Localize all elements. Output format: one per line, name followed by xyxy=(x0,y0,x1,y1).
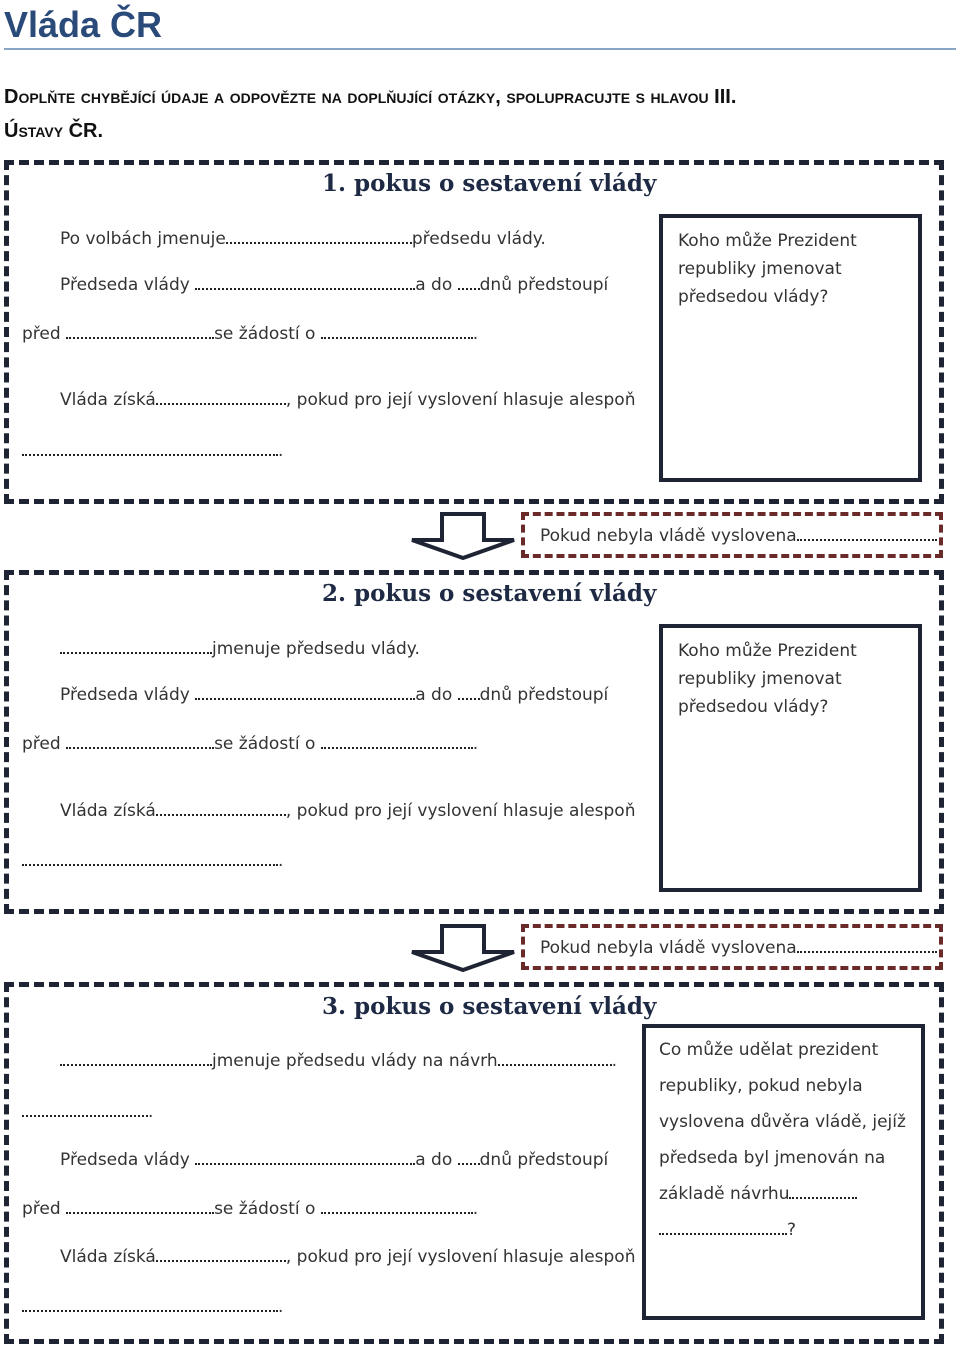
question-box-2: Koho může Prezident republiky jmenovat p… xyxy=(659,624,922,892)
blank-action-2[interactable] xyxy=(195,684,416,700)
attempt-3-line-5: Vláda získá, pokud pro její vyslovení hl… xyxy=(60,1246,636,1267)
blank-request-2[interactable] xyxy=(320,733,473,749)
question-box-3: Co může udělat prezident republiky, poku… xyxy=(642,1024,925,1320)
blank-gain-3[interactable] xyxy=(155,1246,286,1262)
blank-before-whom-3[interactable] xyxy=(66,1198,215,1214)
attempt-1-line-3: před se žádostí o . xyxy=(22,323,479,344)
down-arrow-icon xyxy=(408,512,518,560)
instruction-line-2: Ústavy ČR. xyxy=(4,120,104,142)
page-title: Vláda ČR xyxy=(4,4,163,45)
blank-proposal-by-cont[interactable] xyxy=(22,1101,148,1117)
transition-1-text: Pokud nebyla vládě vyslovena xyxy=(540,525,937,546)
attempt-2-line-2: Předseda vlády a do dnů předstoupí xyxy=(60,684,609,705)
blank-proposal-answer[interactable] xyxy=(789,1183,858,1199)
attempt-2-line-3: před se žádostí o . xyxy=(22,733,479,754)
attempt-3-frame xyxy=(4,982,944,1344)
transition-2-text: Pokud nebyla vládě vyslovena xyxy=(540,937,937,958)
blank-days-2[interactable] xyxy=(457,684,480,700)
question-box-1: Koho může Prezident republiky jmenovat p… xyxy=(659,214,922,482)
instruction-line-1: Doplňte chybějící údaje a odpovězte na d… xyxy=(4,86,737,108)
blank-confidence-2[interactable] xyxy=(796,937,937,953)
blank-quorum-2[interactable] xyxy=(22,850,278,866)
question-3-text: Co může udělat prezident republiky, poku… xyxy=(659,1040,906,1240)
attempt-1-line-4: Vláda získá, pokud pro její vyslovení hl… xyxy=(60,389,636,410)
blank-proposal-answer-cont[interactable] xyxy=(659,1219,787,1235)
blank-days-3[interactable] xyxy=(457,1149,480,1165)
blank-action-3[interactable] xyxy=(195,1149,416,1165)
attempt-3-line-1: jmenuje předsedu vlády na návrh. xyxy=(60,1050,617,1071)
attempt-2-heading: 2. pokus o sestavení vlády xyxy=(322,580,657,607)
blank-confidence-1[interactable] xyxy=(796,525,937,541)
blank-who-appoints-2[interactable] xyxy=(60,638,212,654)
attempt-3-line-3: Předseda vlády a do dnů předstoupí xyxy=(60,1149,609,1170)
blank-gain[interactable] xyxy=(155,389,286,405)
blank-quorum[interactable] xyxy=(22,440,278,456)
question-1-text: Koho může Prezident republiky jmenovat p… xyxy=(678,231,857,307)
question-2-text: Koho může Prezident republiky jmenovat p… xyxy=(678,641,857,717)
blank-days[interactable] xyxy=(457,274,480,290)
attempt-2-frame xyxy=(4,570,944,914)
attempt-3-heading: 3. pokus o sestavení vlády xyxy=(322,993,657,1020)
attempt-1-line-2: Předseda vlády a do dnů předstoupí xyxy=(60,274,609,295)
blank-before-whom-2[interactable] xyxy=(66,733,215,749)
attempt-2-line-1: jmenuje předsedu vlády. xyxy=(60,638,420,659)
attempt-1-line-5: . xyxy=(22,440,283,461)
blank-quorum-3[interactable] xyxy=(22,1296,278,1312)
attempt-2-line-4: Vláda získá, pokud pro její vyslovení hl… xyxy=(60,800,636,821)
title-divider xyxy=(4,48,956,50)
down-arrow-icon-2 xyxy=(408,924,518,972)
attempt-1-frame xyxy=(4,160,944,504)
attempt-1-heading: 1. pokus o sestavení vlády xyxy=(322,170,657,197)
blank-proposal-by[interactable] xyxy=(497,1050,612,1066)
attempt-3-line-6: . xyxy=(22,1296,283,1317)
attempt-2-line-5: . xyxy=(22,850,283,871)
blank-who-appoints-3[interactable] xyxy=(60,1050,212,1066)
attempt-3-line-2: . xyxy=(22,1101,153,1122)
attempt-3-line-4: před se žádostí o . xyxy=(22,1198,479,1219)
blank-president[interactable] xyxy=(225,228,412,244)
transition-1-box: Pokud nebyla vládě vyslovena xyxy=(521,512,943,558)
blank-gain-2[interactable] xyxy=(155,800,286,816)
blank-request[interactable] xyxy=(320,323,473,339)
blank-action[interactable] xyxy=(195,274,416,290)
blank-before-whom[interactable] xyxy=(66,323,215,339)
transition-2-box: Pokud nebyla vládě vyslovena xyxy=(521,924,943,970)
blank-request-3[interactable] xyxy=(320,1198,473,1214)
